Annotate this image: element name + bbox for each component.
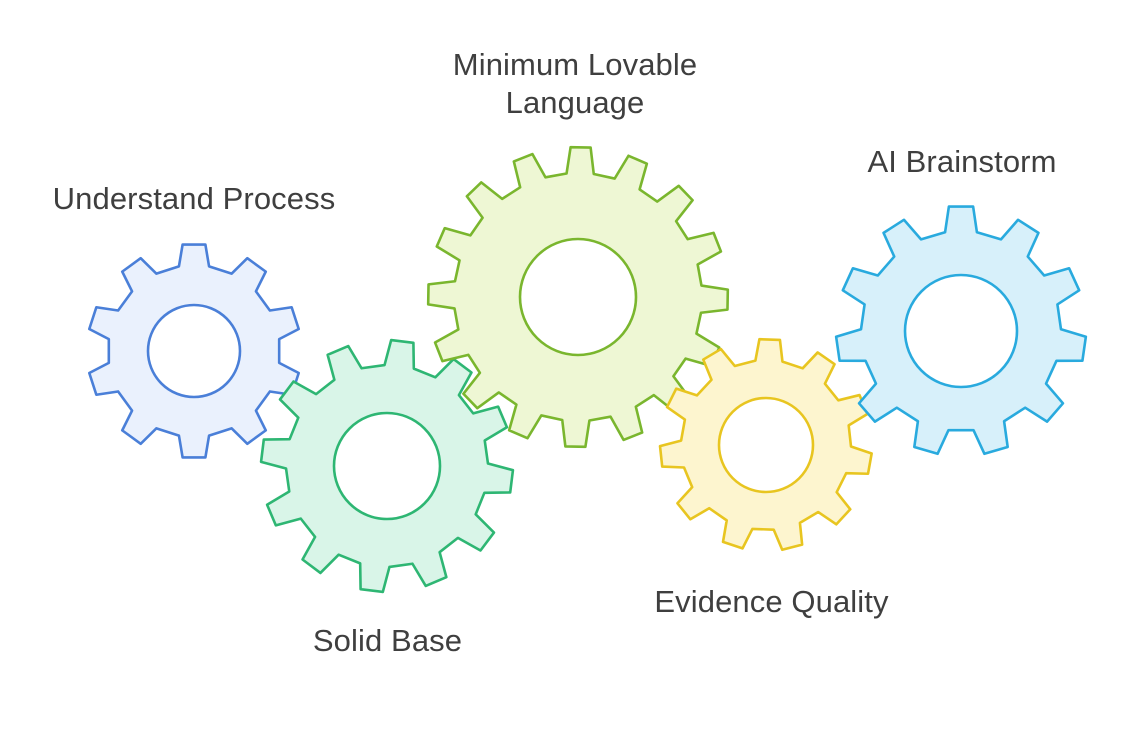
- gear-hub-hole: [518, 237, 638, 357]
- gear-hub-hole: [717, 396, 815, 494]
- gear-label-ai-brainstorm: AI Brainstorm: [867, 144, 1057, 179]
- gear-icon-solid-base: [259, 338, 515, 594]
- gear-hub-hole: [146, 303, 242, 399]
- gear-icon-evidence-quality: [658, 337, 873, 552]
- gear-label-solid-base: Solid Base: [312, 623, 463, 658]
- gear-icon-minimum-lovable-language: [426, 145, 730, 449]
- gear-label-minimum-lovable-language: Minimum Lovable Language: [452, 47, 698, 120]
- gear-hub-hole: [903, 273, 1019, 389]
- gear-icon-understand-process: [87, 243, 301, 459]
- gear-label-evidence-quality: Evidence Quality: [654, 584, 889, 619]
- gear-label-understand-process: Understand Process: [52, 181, 336, 216]
- gear-icon-ai-brainstorm: [834, 205, 1088, 456]
- gear-hub-hole: [332, 411, 442, 521]
